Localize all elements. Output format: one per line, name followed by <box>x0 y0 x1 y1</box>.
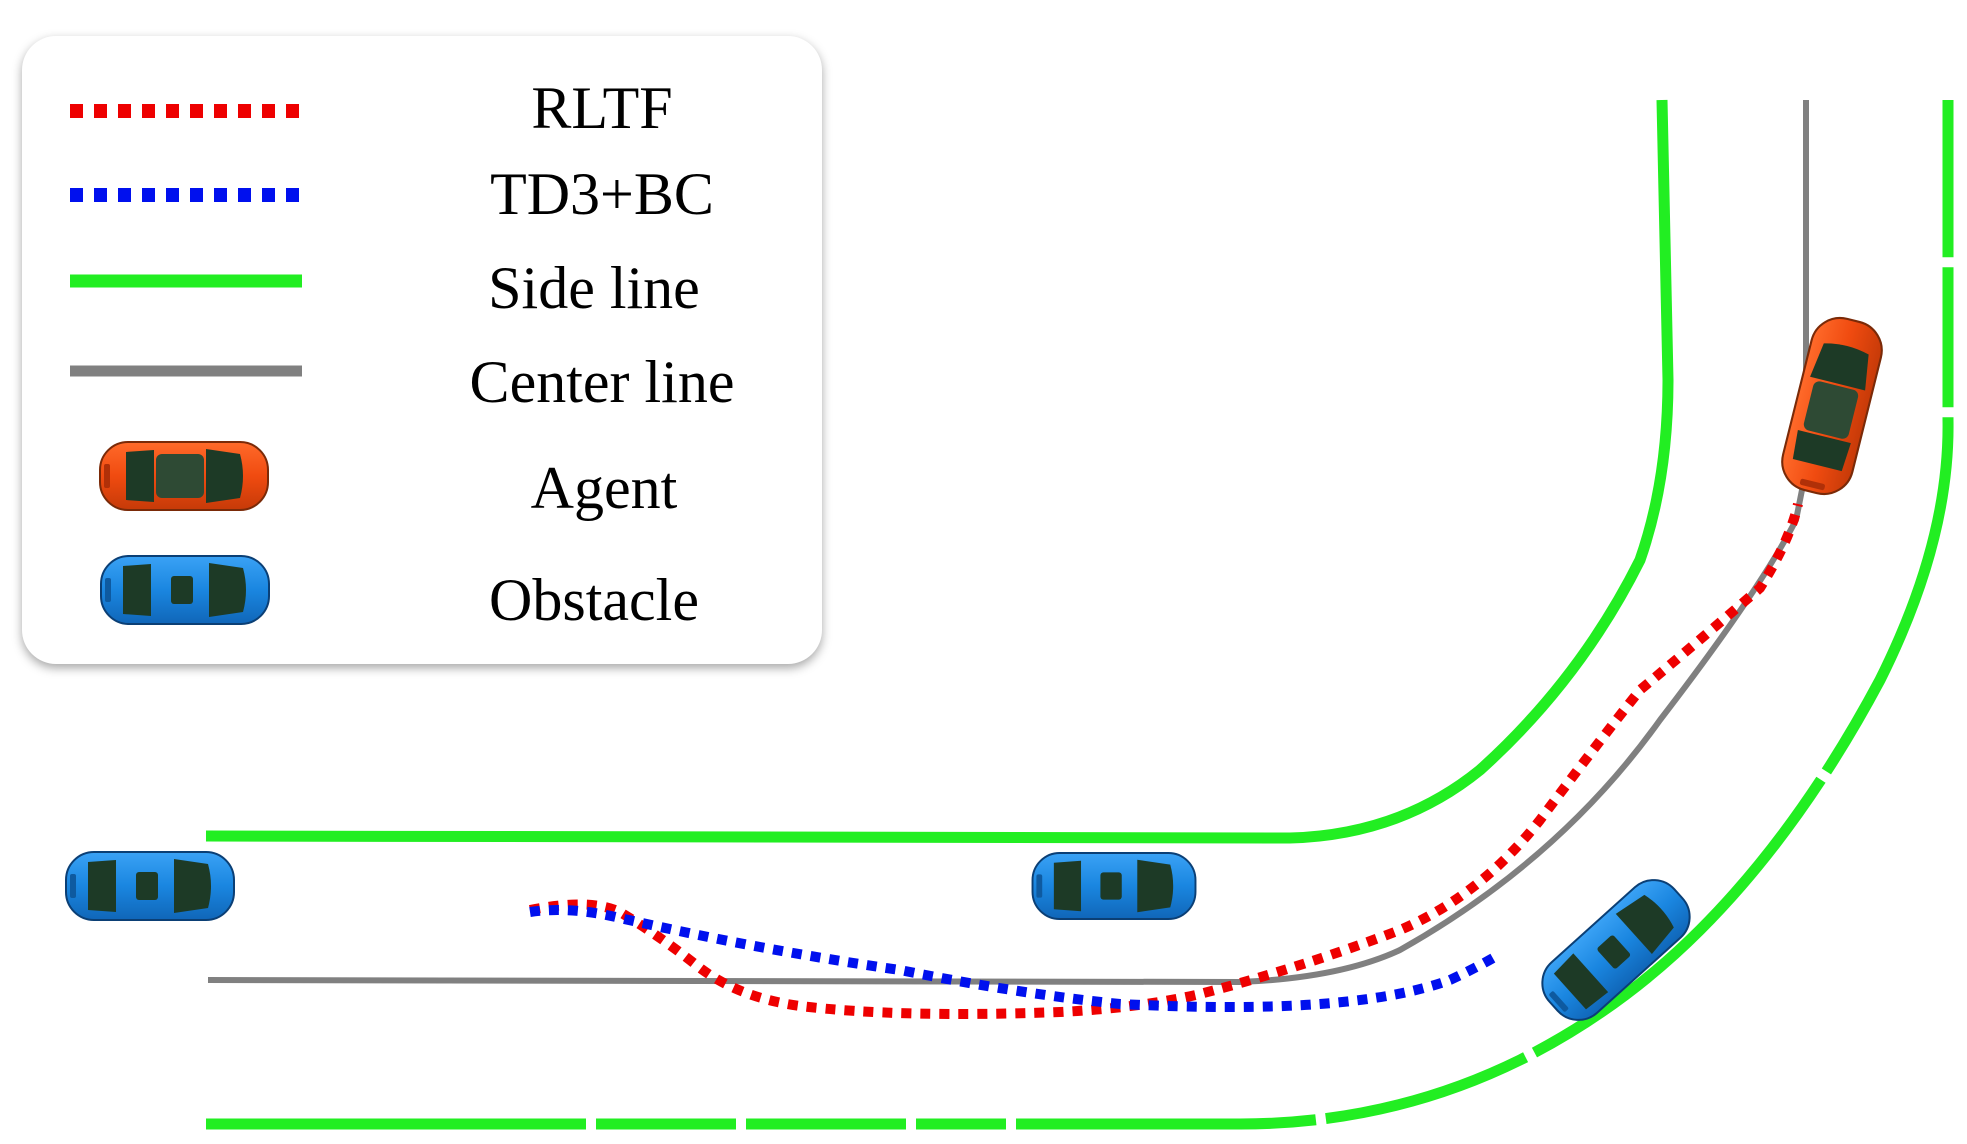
red-dotted-line-icon <box>70 104 302 118</box>
legend-label-center-line: Center line <box>469 349 735 415</box>
orange-car-icon <box>99 441 269 511</box>
td3bc-trajectory <box>529 905 1503 1012</box>
obstacle-car-middle <box>1031 852 1197 920</box>
gray-solid-line-icon <box>70 365 302 377</box>
blue-car-icon <box>100 555 270 625</box>
obstacle-car-left <box>65 851 235 921</box>
legend-label-agent: Agent <box>530 455 678 521</box>
agent-car <box>1774 310 1890 502</box>
side-line-top <box>205 99 1674 844</box>
rltf-trajectory <box>529 502 1803 1019</box>
legend-label-side-line: Side line <box>488 255 700 321</box>
green-solid-line-icon <box>70 274 302 288</box>
side-line-bottom <box>206 100 1954 1130</box>
blue-dotted-line-icon <box>70 188 302 202</box>
legend-label-obstacle: Obstacle <box>489 567 699 633</box>
legend-panel: RLTF TD3+BC Side line Center line Agent … <box>22 36 822 664</box>
legend-label-td3bc: TD3+BC <box>490 161 714 227</box>
legend-label-rltf: RLTF <box>531 75 673 141</box>
